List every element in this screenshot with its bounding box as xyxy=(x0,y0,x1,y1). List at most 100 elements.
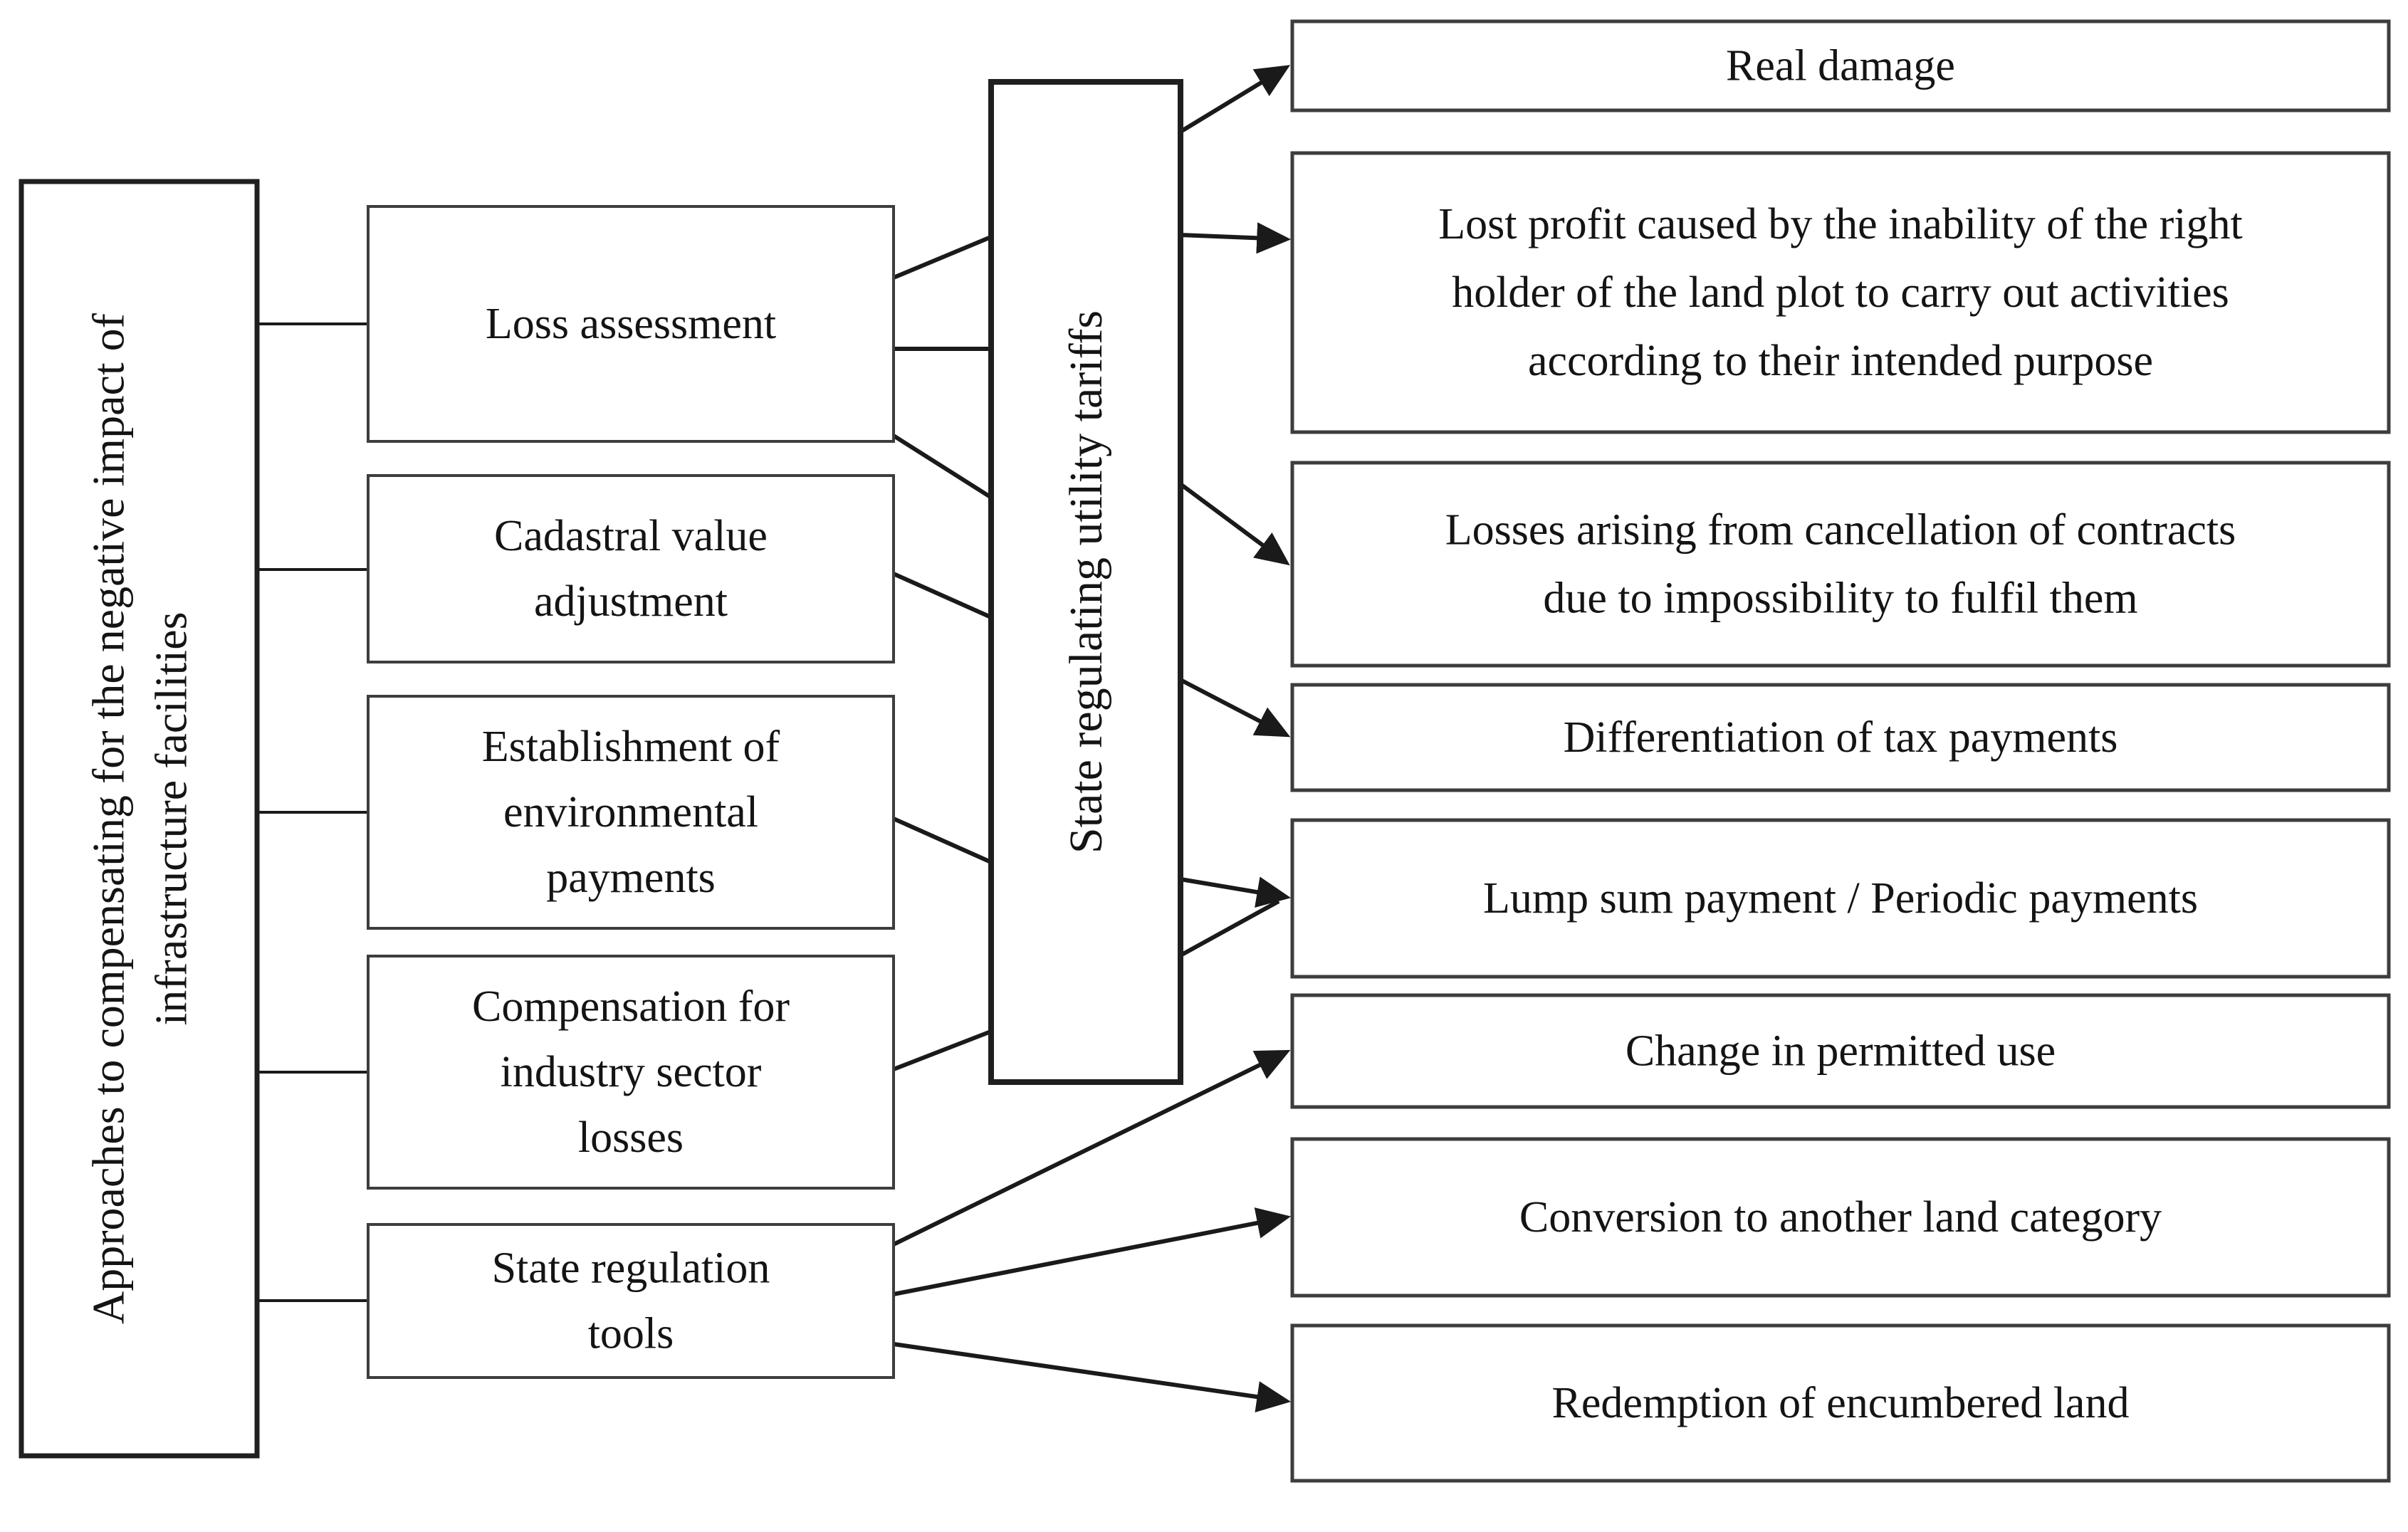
node-label-state-regulation-tools: State regulation tools xyxy=(492,1244,770,1358)
node-box-losses-cancellation xyxy=(1290,461,2391,668)
node-tax-differentiation: Differentiation of tax payments xyxy=(1290,683,2391,792)
node-label-line: infrastructure facilities xyxy=(145,612,196,1025)
node-box-loss-assessment xyxy=(367,205,895,443)
node-box-industry-sector-losses xyxy=(367,955,895,1190)
node-approaches: Approaches to compensating for the negat… xyxy=(19,179,260,1459)
node-label-line: Cadastral value xyxy=(494,512,768,560)
node-box-real-damage xyxy=(1290,19,2391,112)
node-box-redemption-encumbered-land xyxy=(1290,1323,2391,1483)
arrow-line-tariffs-to-losses-cancellation xyxy=(1179,482,1290,566)
node-real-damage: Real damage xyxy=(1290,19,2391,112)
arrow-line-tariffs-to-lost-profit xyxy=(1180,222,1292,254)
node-label-approaches: Approaches to compensating for the negat… xyxy=(83,313,196,1324)
node-box-lump-sum xyxy=(1290,818,2391,979)
node-box-land-category-conversion xyxy=(1290,1137,2391,1298)
node-change-permitted-use: Change in permitted use xyxy=(1290,993,2391,1109)
node-redemption-encumbered-land: Redemption of encumbered land xyxy=(1290,1323,2391,1483)
edge-tools-to-change-use xyxy=(892,1049,1291,1247)
node-label-line: Redemption of encumbered land xyxy=(1552,1379,2130,1427)
node-box-cadastral-value-adjustment xyxy=(367,474,895,663)
node-box-utility-tariffs xyxy=(988,79,1183,1085)
edge-tariffs-to-lost-profit xyxy=(1180,222,1292,254)
node-label-line: Approaches to compensating for the negat… xyxy=(83,313,133,1324)
node-label-line: tools xyxy=(588,1310,674,1358)
node-box-tax-differentiation xyxy=(1290,683,2391,792)
node-cadastral-value-adjustment: Cadastral value adjustment xyxy=(367,474,895,663)
edge-tariffs-to-losses-cancellation xyxy=(1179,482,1290,566)
node-box-environmental-payments xyxy=(367,695,895,930)
arrow-line-tools-to-conversion xyxy=(893,1207,1292,1296)
node-box-approaches xyxy=(19,179,260,1459)
node-box-lost-profit xyxy=(1290,151,2391,434)
node-label-line: State regulation xyxy=(492,1244,770,1293)
connector-line-environmental-to-tariffs xyxy=(892,817,994,865)
node-box-state-regulation-tools xyxy=(367,1223,895,1379)
edge-cadastral-to-tariffs xyxy=(892,572,994,620)
node-label-cadastral-value-adjustment: Cadastral value adjustment xyxy=(494,512,768,626)
node-label-line: holder of the land plot to carry out act… xyxy=(1452,268,2229,317)
node-label-lump-sum: Lump sum payment / Periodic payments xyxy=(1483,874,2198,923)
edge-tools-to-redemption xyxy=(893,1342,1292,1412)
node-label-losses-cancellation: Losses arising from cancellation of cont… xyxy=(1445,506,2236,623)
node-loss-assessment: Loss assessment xyxy=(367,205,895,443)
connector-line-loss-assessment-to-tariffs-3 xyxy=(892,434,994,500)
node-label-line: according to their intended purpose xyxy=(1528,337,2153,385)
arrow-line-tools-to-change-use xyxy=(892,1049,1291,1247)
node-label-line: environmental xyxy=(503,788,758,836)
connector-line-cadastral-to-tariffs xyxy=(892,572,994,620)
node-label-line: Conversion to another land category xyxy=(1519,1193,2162,1242)
node-lost-profit: Lost profit caused by the inability of t… xyxy=(1290,151,2391,434)
arrow-line-tariffs-to-tax-differentiation xyxy=(1179,678,1291,738)
node-label-line: Differentiation of tax payments xyxy=(1564,713,2118,762)
node-losses-cancellation: Losses arising from cancellation of cont… xyxy=(1290,461,2391,668)
node-label-line: Change in permitted use xyxy=(1626,1027,2056,1076)
node-box-change-permitted-use xyxy=(1290,993,2391,1109)
nodes-layer: Approaches to compensating for the negat… xyxy=(19,19,2391,1483)
edge-tariffs-to-tax-differentiation xyxy=(1179,678,1291,738)
node-label-redemption-encumbered-land: Redemption of encumbered land xyxy=(1552,1379,2130,1427)
node-label-line: adjustment xyxy=(534,577,728,626)
connector-line-tariffs-to-lump-sum-lower xyxy=(1179,899,1280,958)
node-label-change-permitted-use: Change in permitted use xyxy=(1626,1027,2056,1076)
edge-industry-to-tariffs xyxy=(892,1029,994,1071)
node-label-land-category-conversion: Conversion to another land category xyxy=(1519,1193,2162,1242)
node-label-real-damage: Real damage xyxy=(1726,42,1955,90)
edge-tariffs-to-lump-sum-upper xyxy=(1180,876,1292,908)
arrow-line-tariffs-to-real-damage xyxy=(1179,65,1291,134)
edges-layer xyxy=(257,65,1292,1412)
edge-loss-assessment-to-tariffs-1 xyxy=(892,234,994,280)
edge-tools-to-conversion xyxy=(893,1207,1292,1296)
node-label-line: Real damage xyxy=(1726,42,1955,90)
node-label-line: Losses arising from cancellation of cont… xyxy=(1445,506,2236,555)
node-label-line: industry sector xyxy=(501,1048,762,1096)
node-label-loss-assessment: Loss assessment xyxy=(486,300,776,348)
node-label-lost-profit: Lost profit caused by the inability of t… xyxy=(1438,200,2243,385)
node-label-industry-sector-losses: Compensation for industry sector losses xyxy=(472,982,790,1162)
edge-tariffs-to-lump-sum-lower xyxy=(1179,899,1280,958)
node-label-line: Loss assessment xyxy=(486,300,776,348)
node-label-line: Establishment of xyxy=(482,723,780,771)
node-label-line: State regulating utility tariffs xyxy=(1060,310,1112,854)
arrow-line-tools-to-redemption xyxy=(893,1342,1292,1412)
connector-line-industry-to-tariffs xyxy=(892,1029,994,1071)
node-utility-tariffs: State regulating utility tariffs xyxy=(988,79,1183,1085)
edge-loss-assessment-to-tariffs-3 xyxy=(892,434,994,500)
arrow-line-tariffs-to-lump-sum-upper xyxy=(1180,876,1292,908)
node-lump-sum: Lump sum payment / Periodic payments xyxy=(1290,818,2391,979)
node-label-line: Compensation for xyxy=(472,982,790,1031)
connector-line-loss-assessment-to-tariffs-1 xyxy=(892,234,994,280)
edge-tariffs-to-real-damage xyxy=(1179,65,1291,134)
edge-environmental-to-tariffs xyxy=(892,817,994,865)
node-industry-sector-losses: Compensation for industry sector losses xyxy=(367,955,895,1190)
node-label-line: losses xyxy=(578,1113,684,1162)
node-state-regulation-tools: State regulation tools xyxy=(367,1223,895,1379)
node-label-line: Lost profit caused by the inability of t… xyxy=(1438,200,2243,248)
node-label-tax-differentiation: Differentiation of tax payments xyxy=(1564,713,2118,762)
node-label-utility-tariffs: State regulating utility tariffs xyxy=(1060,310,1112,854)
node-land-category-conversion: Conversion to another land category xyxy=(1290,1137,2391,1298)
node-label-line: Lump sum payment / Periodic payments xyxy=(1483,874,2198,923)
